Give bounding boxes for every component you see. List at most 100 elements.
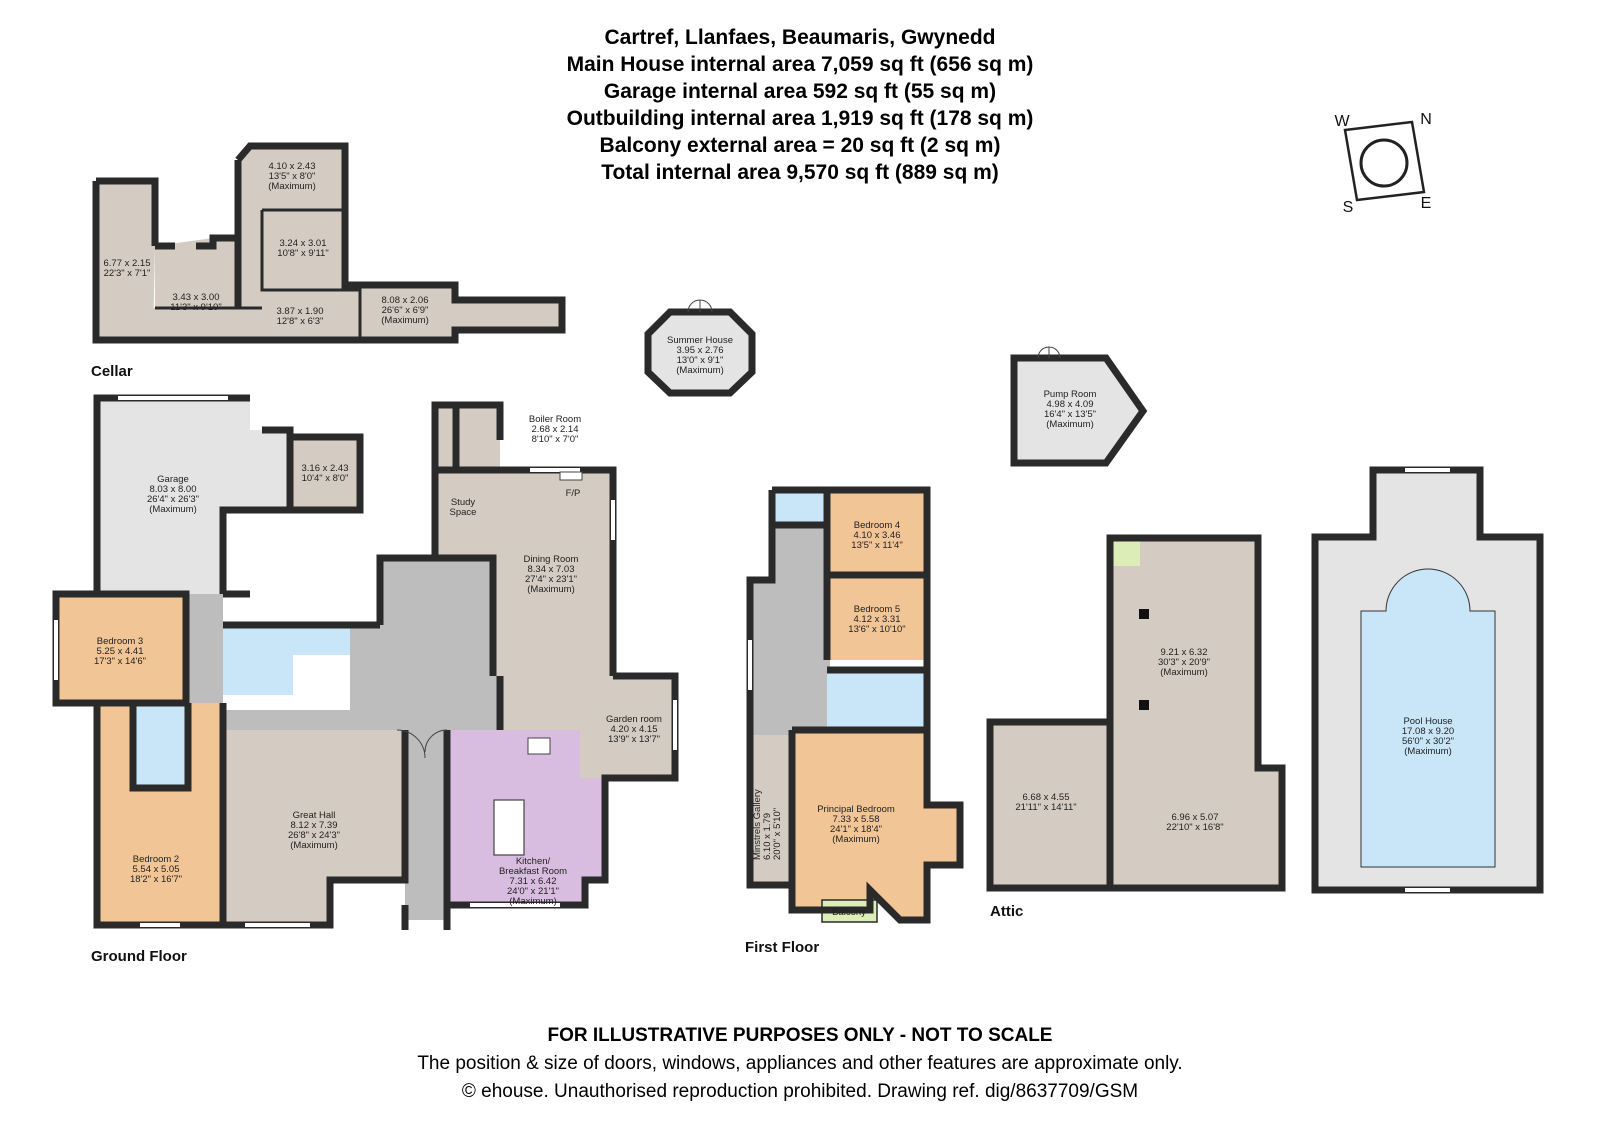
- pump-room-dim2: 16'4" x 13'5": [1044, 409, 1096, 420]
- attic-plan: [986, 534, 1286, 892]
- copyright-line: © ehouse. Unauthorised reproduction proh…: [0, 1081, 1600, 1103]
- summer-house-max: (Maximum): [676, 365, 724, 376]
- attic-room-c: [1110, 768, 1282, 888]
- kitchen-name-1: Kitchen/: [516, 856, 551, 867]
- great-hall-dim1: 8.12 x 7.39: [290, 820, 337, 831]
- cellar-room-e: [238, 290, 358, 340]
- first-bathroom: [827, 670, 927, 730]
- cellar-e-dim1: 3.87 x 1.90: [276, 306, 323, 317]
- pool-house-dim2: 56'0" x 30'2": [1402, 736, 1454, 747]
- study-space-label-2: Space: [450, 507, 477, 518]
- minstrels-gallery-name: Minstrels Gallery: [752, 789, 763, 860]
- first-floor-label: First Floor: [745, 939, 819, 956]
- garden-room-name: Garden room: [606, 714, 662, 725]
- minstrels-gallery-dim1: 6.10 x 1.79: [762, 813, 773, 860]
- attic-room-a: [1110, 538, 1258, 768]
- attic-stair: [1110, 538, 1140, 566]
- garage-room: [97, 398, 290, 594]
- pump-room-dim1: 4.98 x 4.09: [1046, 399, 1093, 410]
- boiler-room-name: Boiler Room: [529, 414, 581, 425]
- bedroom-5-room: [827, 575, 927, 660]
- bedroom-5-name: Bedroom 5: [854, 604, 900, 615]
- principal-bedroom-name: Principal Bedroom: [817, 804, 895, 815]
- cellar-room-c: [238, 146, 345, 308]
- attic-room-b: [990, 722, 1110, 888]
- bedroom-2-dim1: 5.54 x 5.05: [132, 864, 179, 875]
- title-address: Cartref, Llanfaes, Beaumaris, Gwynedd: [604, 26, 996, 49]
- compass-w: W: [1334, 113, 1350, 130]
- pool-house-max: (Maximum): [1404, 746, 1452, 757]
- copyright-text: ehouse. Unauthorised reproduction prohib…: [481, 1081, 1139, 1102]
- pump-room-name: Pump Room: [1044, 389, 1097, 400]
- ground-hall: [350, 625, 493, 730]
- fireplace-label: F/P: [566, 488, 581, 499]
- dining-room-dim1: 8.34 x 7.03: [527, 564, 574, 575]
- total-area: Total internal area 9,570 sq ft (889 sq …: [601, 161, 999, 184]
- dining-room: [435, 470, 613, 676]
- dining-room-dim2: 27'4" x 23'1": [525, 574, 577, 585]
- attic-a-dim2: 30'3" x 20'9": [1158, 657, 1210, 668]
- store-dim2: 10'4" x 8'0": [302, 473, 349, 484]
- bedroom-3-dim2: 17'3" x 14'6": [94, 656, 146, 667]
- attic-b-dim1: 6.68 x 4.55: [1022, 792, 1069, 803]
- bedroom-3-dim1: 5.25 x 4.41: [96, 646, 143, 657]
- garden-room: [500, 676, 675, 778]
- ground-stair-area: [380, 558, 493, 625]
- kitchen-name-2: Breakfast Room: [499, 866, 567, 877]
- first-ensuite-a: [772, 490, 827, 525]
- pool-house: [1311, 466, 1544, 894]
- kitchen-max: (Maximum): [509, 896, 557, 907]
- dining-room-name: Dining Room: [524, 554, 579, 565]
- bedroom-4-room: [827, 490, 927, 575]
- cellar-room-d: [262, 210, 345, 290]
- garage-dim1: 8.03 x 8.00: [149, 484, 196, 495]
- bedroom-3-name: Bedroom 3: [97, 636, 143, 647]
- minstrels-gallery: [750, 735, 792, 885]
- cellar-room-b: [155, 238, 238, 308]
- attic-a-dim1: 9.21 x 6.32: [1160, 647, 1207, 658]
- pump-room-max: (Maximum): [1046, 419, 1094, 430]
- pump-room: [1010, 346, 1148, 467]
- bedroom-2-name: Bedroom 2: [133, 854, 179, 865]
- great-hall-dim2: 26'8" x 24'3": [288, 830, 340, 841]
- garden-room-dim1: 4.20 x 4.15: [610, 724, 657, 735]
- cellar-label: Cellar: [91, 363, 133, 380]
- disclaimer-text: The position & size of doors, windows, a…: [417, 1053, 1183, 1074]
- cellar-extra: [153, 308, 238, 340]
- attic-label: Attic: [990, 903, 1023, 920]
- principal-bedroom-dim1: 7.33 x 5.58: [832, 814, 879, 825]
- kitchen-dim2: 24'0" x 21'1": [507, 886, 559, 897]
- minstrels-gallery-dim2: 20'0" x 5'10": [772, 808, 783, 860]
- outbuilding-area: Outbuilding internal area 1,919 sq ft (1…: [566, 107, 1034, 130]
- boiler-room-dim1: 2.68 x 2.14: [531, 424, 578, 435]
- kitchen-dim1: 7.31 x 6.42: [509, 876, 556, 887]
- bedroom-4-dim1: 4.10 x 3.46: [853, 530, 900, 541]
- cellar-c-dim2: 13'5" x 8'0": [269, 171, 316, 182]
- pool-house-dim1: 17.08 x 9.20: [1402, 726, 1454, 737]
- cellar-e-dim2: 12'8" x 6'3": [277, 316, 324, 327]
- pool-house-name: Pool House: [1403, 716, 1452, 727]
- attic-b-dim2: 21'11" x 14'11": [1015, 802, 1076, 813]
- garage-dim2: 26'4" x 26'3": [147, 494, 199, 505]
- kitchen-room: [447, 730, 605, 905]
- cellar-b-dim2: 11'3" x 9'10": [170, 302, 221, 313]
- cellar-f-dim1: 8.08 x 2.06: [381, 295, 428, 306]
- garage-area: Garage internal area 592 sq ft (55 sq m): [603, 80, 997, 103]
- main-house-area: Main House internal area 7,059 sq ft (65…: [566, 53, 1034, 76]
- ground-floor-plan: [52, 394, 679, 930]
- cellar-a-dim2: 22'3" x 7'1": [104, 268, 151, 279]
- cellar-d-dim2: 10'8" x 9'11": [277, 248, 328, 259]
- great-hall-room: [223, 730, 405, 925]
- balcony-label: Balcony: [832, 907, 866, 918]
- bedroom-2-dim2: 18'2" x 16'7": [130, 874, 182, 885]
- bedroom-5-dim1: 4.12 x 3.31: [853, 614, 900, 625]
- cellar-f-dim2: 26'6" x 6'9": [382, 305, 429, 316]
- store-room: [290, 437, 360, 510]
- principal-bedroom-max: (Maximum): [832, 834, 880, 845]
- principal-bedroom-room: [792, 730, 960, 920]
- cellar-b-dim1: 3.43 x 3.00: [172, 292, 219, 303]
- balcony-area: Balcony external area = 20 sq ft (2 sq m…: [599, 134, 1001, 157]
- cellar-room-a: [96, 181, 155, 340]
- cellar-a-dim1: 6.77 x 2.15: [103, 258, 150, 269]
- first-floor-plan: [746, 486, 964, 924]
